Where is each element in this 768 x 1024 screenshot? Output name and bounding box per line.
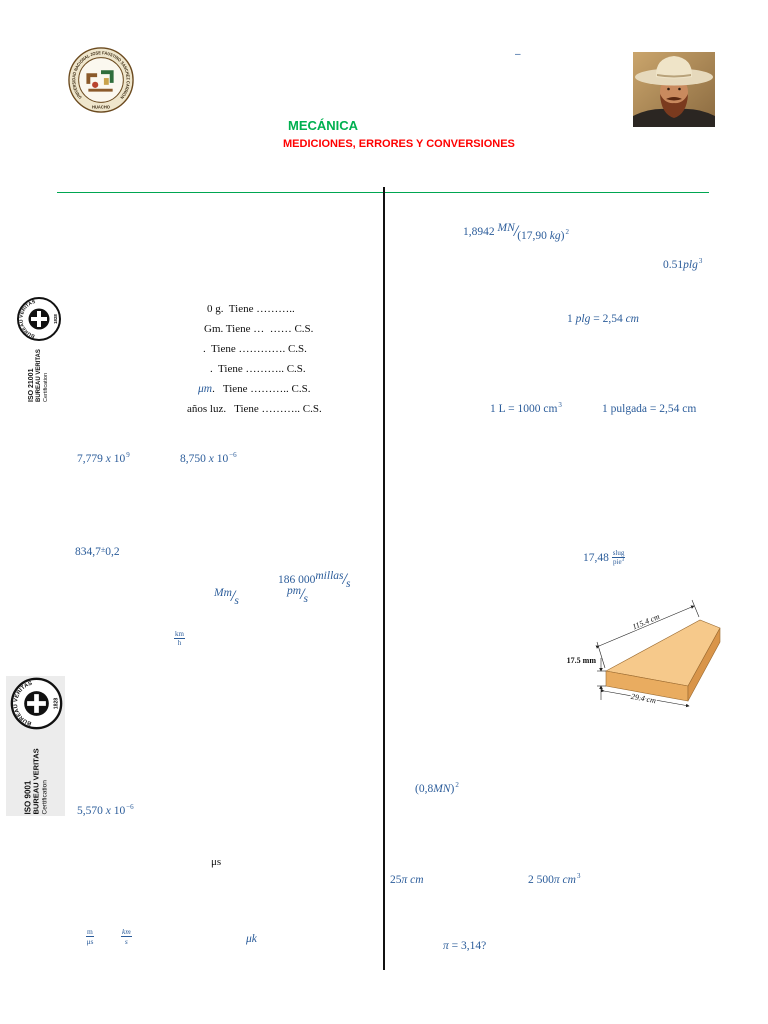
badge-organization: BUREAU VERITAS (36, 349, 43, 402)
header-dash: – (515, 49, 521, 60)
sig-fig-line: Gm. Tiene … …… C.S. (204, 323, 314, 335)
university-seal-logo: UNIVERSIDAD NACIONAL JOSE FAUSTINO SANCH… (68, 47, 134, 113)
badge-label: Certification (40, 779, 48, 814)
volume-pi-expression: 2 500π cm3 (528, 872, 581, 886)
scientific-notation-a: 7,779 x 109 (77, 451, 130, 465)
seal-ring-bottom-text: 1828 (53, 697, 59, 709)
sig-fig-line: μm. Tiene ……….. C.S. (198, 383, 311, 395)
seal-ring-bottom-text: 1828 (53, 314, 58, 324)
sig-fig-line: . Tiene …………. C.S. (203, 343, 307, 355)
force-squared-expression: (0,8MN)2 (415, 781, 459, 795)
page-subtitle: MEDICIONES, ERRORES Y CONVERSIONES (283, 138, 515, 150)
unit-megameters-per-second: Mm/s (214, 587, 239, 607)
portrait-photo (633, 52, 715, 127)
page-title: MECÁNICA (288, 118, 359, 133)
scientific-notation-c: 5,570 x 10−6 (77, 803, 134, 817)
sig-fig-line: . Tiene ……….. C.S. (210, 363, 306, 375)
board-width-label: 29.4 cm (630, 692, 657, 705)
seal-emblem-icon (86, 70, 114, 92)
inch-conversion-factor: 1 plg = 2,54 cm (567, 313, 639, 325)
pi-question: π = 3,14? (443, 940, 487, 952)
badge-text-block: ISO 21001 BUREAU VERITAS Certification (28, 349, 49, 404)
iso-21001-certification-badge: ISO 21001 BUREAU VERITAS Certification B… (13, 296, 65, 404)
liter-conversion-factor: 1 L = 1000 cm3 (490, 401, 562, 415)
badge-standard: ISO 21001 (28, 368, 36, 402)
sig-fig-line: 0 g. Tiene ……….. (207, 303, 295, 315)
unit-microseconds: μs (211, 856, 222, 868)
badge-text-block: ISO 9001 BUREAU VERITAS Certification (23, 748, 48, 816)
wooden-board-diagram: 115.4 cm 17.5 mm 29.4 cm (567, 599, 721, 708)
measurement-with-uncertainty: 834,7±0,2 (75, 545, 120, 558)
pulgada-conversion-factor: 1 pulgada = 2,54 cm (602, 403, 697, 415)
unit-micro-k: μk (246, 933, 257, 945)
bureau-veritas-seal-icon: BUREAU VERITAS 1828 (17, 297, 61, 341)
scientific-notation-b: 8,750 x 10−6 (180, 451, 237, 465)
speed-of-light-value: 186 000millas/s (278, 570, 351, 590)
volume-cubic-inches: 0.51plg3 (663, 257, 703, 271)
iso-9001-certification-badge: ISO 9001 BUREAU VERITAS Certification BU… (6, 676, 65, 816)
force-ratio-expression: 1,8942 MN/(17,90 kg)2 (463, 222, 569, 242)
bureau-veritas-seal-icon: BUREAU VERITAS 1828 (9, 677, 62, 729)
badge-label: Certification (43, 372, 50, 402)
badge-organization: BUREAU VERITAS (31, 747, 41, 814)
length-dimension (595, 599, 700, 669)
board-thickness-label: 17.5 mm (567, 656, 597, 665)
width-dimension (600, 688, 690, 708)
unit-picometers-per-second: pm/s (287, 585, 308, 605)
board-length-label: 115.4 cm (631, 612, 661, 632)
thickness-dimension (597, 658, 606, 700)
board-shape (605, 619, 721, 702)
circumference-expression: 25π cm (390, 874, 424, 886)
seal-bottom-text: HUACHO (92, 105, 110, 110)
column-divider-line (383, 187, 385, 970)
sig-fig-line: años luz. Tiene ……….. C.S. (187, 403, 322, 415)
